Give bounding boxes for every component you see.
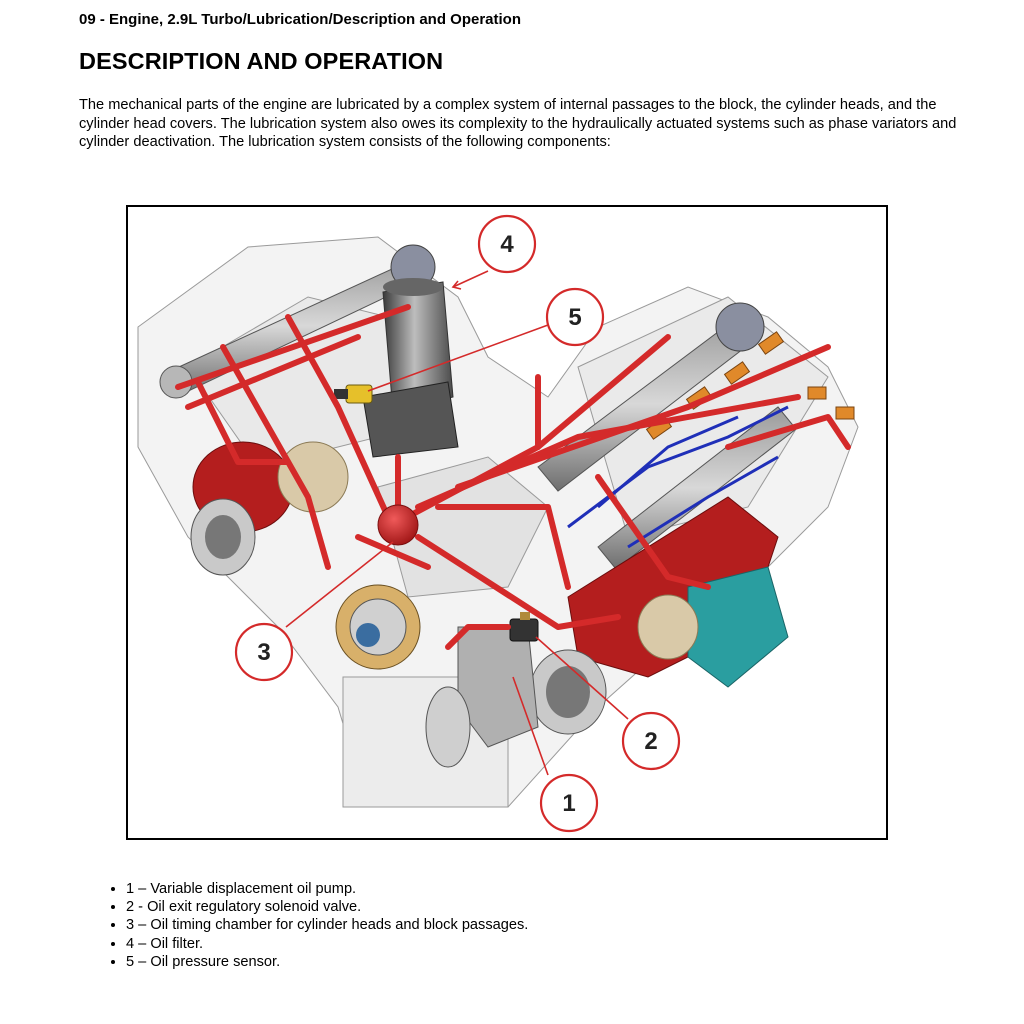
- page-title: DESCRIPTION AND OPERATION: [79, 48, 444, 74]
- callout-3-label: 3: [257, 639, 270, 666]
- solenoid-valve: [509, 612, 539, 642]
- oil-timing-chamber: [377, 504, 419, 546]
- intro-paragraph: The mechanical parts of the engine are l…: [79, 97, 957, 150]
- solenoid-wiring: [567, 405, 789, 549]
- callout-5: 5: [545, 287, 605, 347]
- engine-illustration: 1 2 3 4 5: [137, 214, 859, 833]
- callout-1: 1: [539, 773, 599, 833]
- list-item: 1 – Variable displacement oil pump.: [126, 880, 528, 898]
- list-item: 5 – Oil pressure sensor.: [126, 953, 528, 971]
- components-list: 1 – Variable displacement oil pump. 2 - …: [79, 880, 528, 971]
- breadcrumb: 09 - Engine, 2.9L Turbo/Lubrication/Desc…: [79, 11, 521, 28]
- list-item: 3 – Oil timing chamber for cylinder head…: [126, 916, 528, 934]
- oil-passages: [175, 304, 851, 650]
- list-item: 4 – Oil filter.: [126, 935, 528, 953]
- oil-pump: [425, 626, 539, 768]
- callout-5-label: 5: [568, 304, 581, 331]
- arrow-4: [451, 280, 462, 290]
- pressure-sensor: [334, 384, 373, 404]
- callout-4: 4: [477, 214, 537, 274]
- callout-2-label: 2: [644, 728, 657, 755]
- right-camshaft-1: [537, 302, 765, 492]
- callout-2: 2: [621, 711, 681, 771]
- callout-leaders: [285, 270, 629, 776]
- callout-3: 3: [234, 622, 294, 682]
- engine-lubrication-diagram: 1 2 3 4 5: [126, 205, 888, 840]
- callout-4-label: 4: [500, 231, 514, 258]
- right-turbocharger: [529, 496, 789, 735]
- crank-pulley: [335, 584, 421, 670]
- list-item: 2 - Oil exit regulatory solenoid valve.: [126, 898, 528, 916]
- callout-1-label: 1: [562, 790, 575, 817]
